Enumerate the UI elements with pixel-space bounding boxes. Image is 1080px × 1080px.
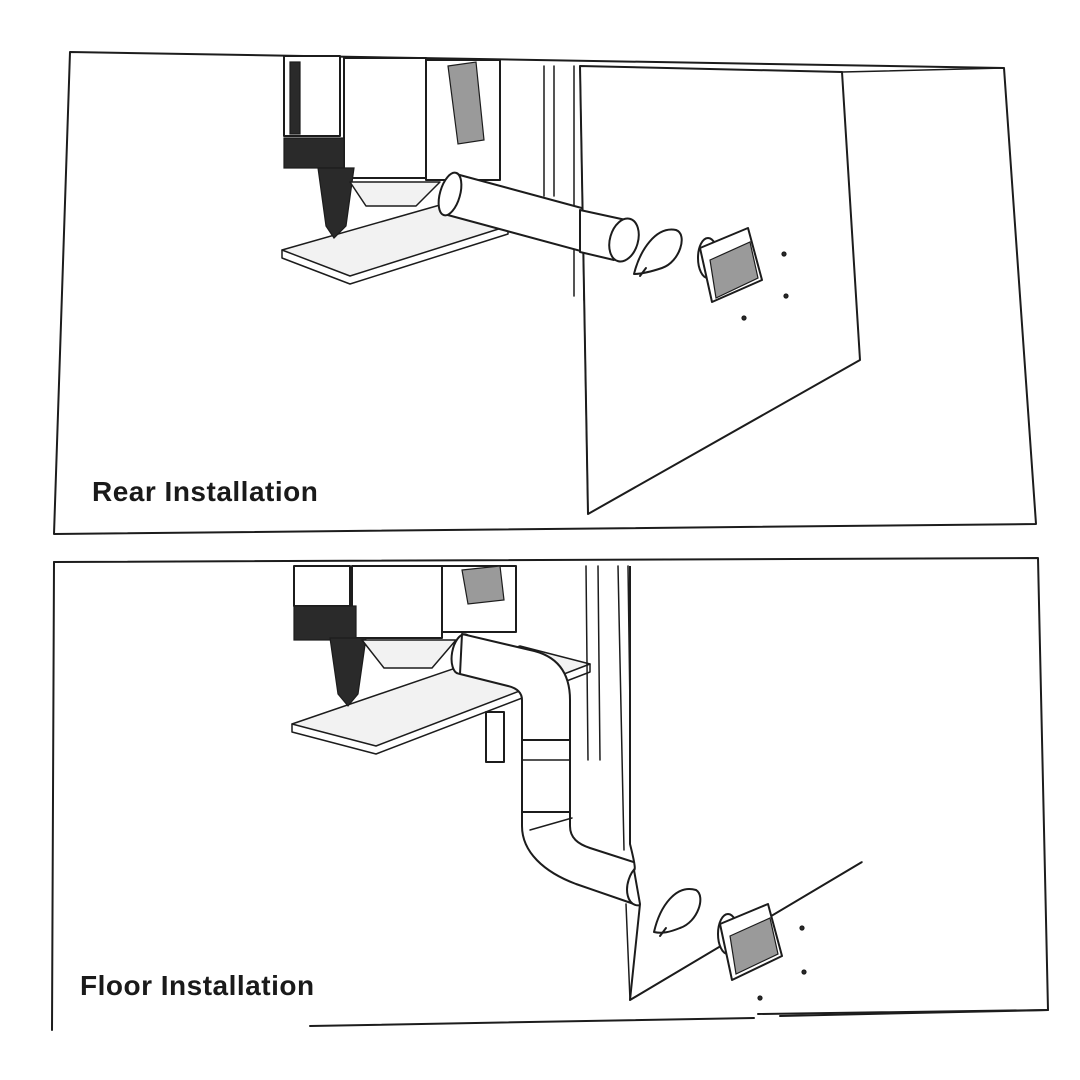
floor-vent-hood-face bbox=[729, 917, 779, 975]
floor-gasket-ring bbox=[653, 888, 702, 934]
floor-support-post bbox=[485, 711, 505, 763]
floor-wall-stud-2 bbox=[597, 565, 601, 761]
floor-exhaust-pipe bbox=[450, 633, 658, 907]
rear-gasket-tail bbox=[639, 267, 647, 277]
rear-stove-leg bbox=[317, 167, 355, 239]
rear-pipe-opening bbox=[608, 217, 640, 263]
floor-vent-hood bbox=[717, 903, 783, 981]
floor-installation-caption: Floor Installation bbox=[80, 970, 315, 1001]
rear-stove bbox=[283, 55, 501, 239]
rear-pipe-collar bbox=[437, 171, 463, 217]
rear-screw-3 bbox=[741, 315, 747, 321]
floor-stove-door bbox=[293, 565, 351, 607]
floor-screw-3 bbox=[757, 995, 763, 1001]
rear-installation-caption: Rear Installation bbox=[92, 476, 319, 507]
floor-wall-stud-1 bbox=[585, 565, 589, 761]
rear-stove-control-panel bbox=[283, 137, 345, 169]
floor-stove-hopper-base bbox=[361, 639, 457, 669]
rear-screw-1 bbox=[781, 251, 787, 257]
floor-wall-edge bbox=[625, 903, 631, 1001]
floor-wall-stud-3 bbox=[617, 565, 625, 851]
rear-stove-hopper-base bbox=[349, 181, 441, 207]
floor-screw-1 bbox=[799, 925, 805, 931]
rear-gasket-ring bbox=[633, 228, 683, 275]
rear-installation-panel bbox=[53, 51, 1037, 535]
floor-panel-frame-top-right bbox=[53, 557, 1049, 1015]
floor-installation-panel bbox=[51, 557, 1049, 1031]
floor-stove bbox=[293, 565, 517, 707]
rear-panel-frame bbox=[53, 51, 1037, 535]
floor-panel-frame-left bbox=[51, 561, 55, 1031]
floor-pipe-vertical bbox=[521, 739, 571, 813]
rear-stove-door-hinge bbox=[289, 61, 301, 135]
rear-wall-top-line bbox=[841, 67, 1005, 73]
rear-vent-hood-face bbox=[709, 241, 759, 299]
floor-stove-control-panel bbox=[293, 605, 357, 641]
rear-wall-edge bbox=[579, 65, 589, 515]
floor-stove-leg bbox=[329, 637, 367, 707]
floor-board-edge bbox=[291, 663, 591, 755]
rear-stove-handle bbox=[447, 61, 485, 145]
floor-stove-side bbox=[351, 565, 443, 639]
rear-stove-side bbox=[343, 57, 427, 179]
floor-pipe-joint-2 bbox=[529, 817, 573, 831]
floor-panel-frame-bottom-right bbox=[779, 1009, 1049, 1017]
floor-panel-frame-bottom bbox=[309, 1017, 755, 1027]
rear-screw-2 bbox=[783, 293, 789, 299]
floor-gasket-tail bbox=[659, 927, 667, 937]
floor-wall-panel-outline bbox=[629, 566, 863, 1001]
floor-screw-2 bbox=[801, 969, 807, 975]
rear-vent-hood bbox=[697, 227, 763, 303]
floor-stove-handle bbox=[461, 565, 505, 605]
